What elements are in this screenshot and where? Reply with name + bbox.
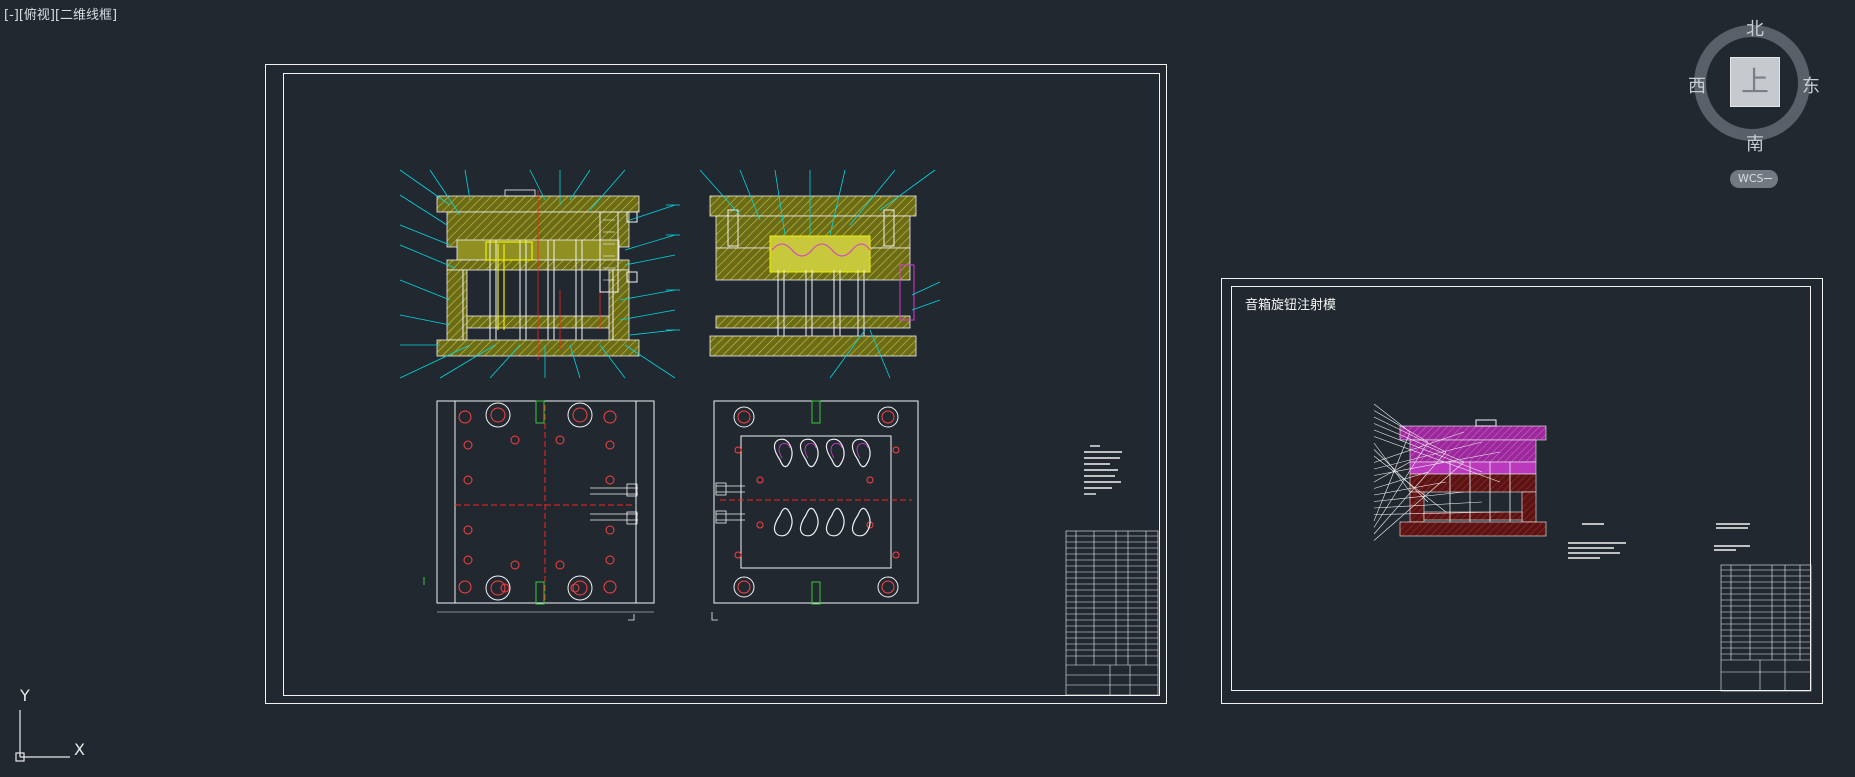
leader-line — [1373, 481, 1447, 496]
leader-line — [1373, 410, 1429, 443]
viewcube-icon[interactable]: 上 — [1730, 57, 1780, 107]
ucs-icon — [15, 710, 70, 762]
leader-line — [1373, 442, 1411, 493]
leader-line — [1373, 471, 1429, 489]
title-block-sheet-2-rows — [1721, 569, 1811, 655]
ucs-x-label: X — [74, 740, 85, 759]
leader-line — [1373, 491, 1465, 502]
drawing-sheet-1-inner-border — [283, 73, 1160, 696]
leader-line — [1373, 449, 1429, 503]
leader-line — [1373, 431, 1465, 463]
viewcube-east[interactable]: 东 — [1802, 76, 1820, 97]
leader-line — [1373, 436, 1501, 483]
title-block-sheet-2 — [1720, 564, 1812, 692]
section-view-right-leaders — [699, 169, 941, 379]
assembly-section-view — [1399, 419, 1547, 537]
title-block-sheet-1 — [1065, 530, 1159, 696]
leader-line — [1373, 461, 1465, 541]
section-view-right — [709, 195, 917, 357]
assembly-notes — [1568, 523, 1750, 559]
leader-line — [1373, 431, 1411, 522]
plan-view-right — [711, 400, 919, 621]
viewport-control-label[interactable]: [-][俯视][二维线框] — [4, 8, 118, 23]
leader-line — [1373, 441, 1429, 528]
viewcube-west[interactable]: 西 — [1688, 76, 1706, 97]
leader-line — [1373, 423, 1465, 463]
section-view-left — [436, 189, 640, 360]
leader-line — [1373, 455, 1447, 513]
viewcube-south[interactable]: 南 — [1746, 134, 1764, 155]
wcs-menu-button[interactable]: WCS — [1730, 170, 1778, 188]
leader-line — [1373, 461, 1411, 483]
title-block-sheet-1-rows — [1066, 535, 1158, 657]
drawing-sheet-2-title: 音箱旋钮注射模 — [1245, 298, 1337, 313]
leader-line — [1373, 451, 1501, 476]
leader-line — [1373, 511, 1501, 515]
leader-line — [1373, 501, 1483, 509]
drawing-sheet-2-outer-border — [1221, 278, 1823, 704]
drawing-sheet-2-inner-border — [1231, 286, 1811, 691]
leader-line — [1373, 416, 1447, 453]
technical-notes-block — [1084, 445, 1122, 495]
drawing-sheet-1-outer-border — [265, 64, 1167, 704]
leader-line — [1373, 451, 1447, 535]
plan-view-left — [423, 400, 655, 621]
section-view-left-leaders — [399, 169, 680, 379]
leader-line — [1373, 403, 1411, 433]
assembly-leaders — [1373, 403, 1501, 541]
leader-line — [1373, 429, 1483, 473]
viewcube-north[interactable]: 北 — [1746, 19, 1764, 40]
ucs-y-label: Y — [20, 686, 30, 705]
leader-line — [1373, 441, 1483, 470]
